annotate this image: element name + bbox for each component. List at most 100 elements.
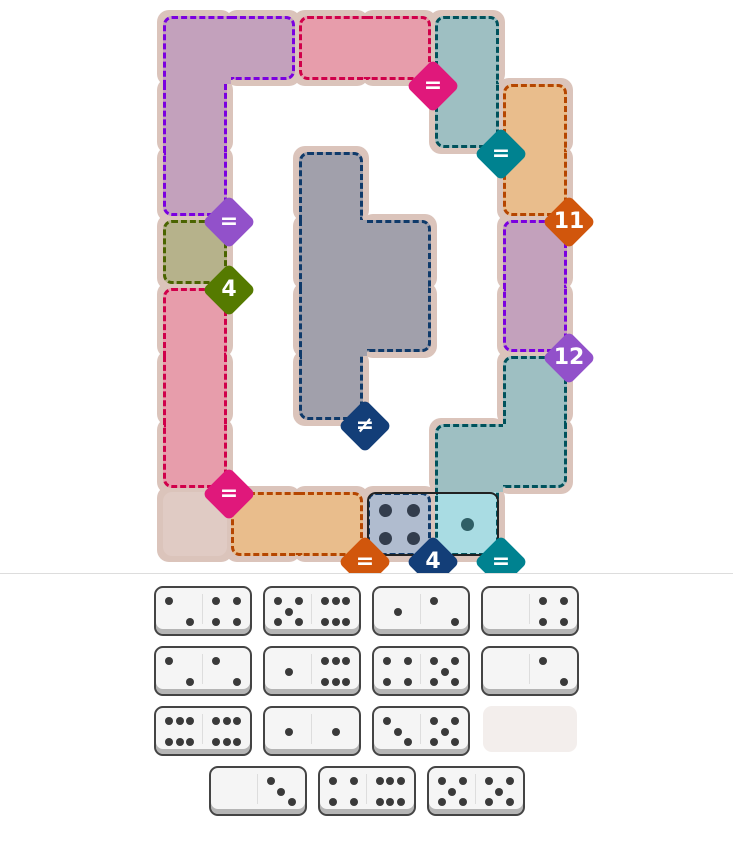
- region-cell-orange-right[interactable]: [503, 84, 567, 152]
- pip: [277, 787, 285, 796]
- tray-domino-4-5[interactable]: [372, 646, 470, 696]
- pip: [186, 717, 194, 725]
- constraint-badge-orange-right: 11: [542, 195, 596, 249]
- pip: [484, 798, 493, 806]
- region-cell-pink-top[interactable]: [367, 16, 431, 80]
- pip: [495, 787, 503, 796]
- domino-face-3: [258, 768, 305, 814]
- domino-face-6: [156, 708, 203, 754]
- constraint-badge-teal-bottom: =: [474, 535, 528, 573]
- tray-domino-1-1[interactable]: [263, 706, 361, 756]
- region-cell-teal-bottom[interactable]: [435, 424, 503, 492]
- tray-domino-1-6[interactable]: [263, 646, 361, 696]
- region-cell-purple-top[interactable]: [163, 16, 231, 84]
- domino-divider: [202, 654, 203, 684]
- pip: [328, 777, 337, 785]
- region-cell-gray-center[interactable]: [367, 288, 431, 352]
- domino-face-5: [429, 768, 476, 814]
- tray-domino-4-6[interactable]: [317, 766, 416, 816]
- domino-divider: [311, 654, 312, 684]
- pip: [539, 657, 547, 665]
- pip: [560, 597, 568, 605]
- region-cell-gray-center[interactable]: [299, 356, 363, 420]
- region-cell-orange-bottom[interactable]: [299, 492, 363, 556]
- constraint-label: =: [219, 481, 239, 506]
- pip: [331, 597, 340, 605]
- domino-face-1: [374, 588, 421, 634]
- pip: [560, 618, 568, 626]
- pip: [222, 738, 231, 746]
- pip: [175, 738, 184, 746]
- domino-face-4: [203, 588, 250, 634]
- region-cell-gray-center[interactable]: [367, 220, 431, 288]
- pip: [406, 531, 420, 545]
- domino-face-2: [203, 648, 250, 694]
- domino-face-5: [421, 648, 468, 694]
- region-cell-gray-center[interactable]: [299, 220, 367, 288]
- domino-face-3: [374, 708, 421, 754]
- pip: [331, 657, 340, 665]
- region-cell-pink-top[interactable]: [299, 16, 367, 80]
- region-cell-gray-center[interactable]: [299, 288, 367, 356]
- constraint-badge-navy-bottom: 4: [406, 535, 460, 573]
- region-cell-purple-right[interactable]: [503, 288, 567, 352]
- pip: [274, 597, 282, 605]
- domino-face-2: [530, 648, 577, 694]
- pip: [484, 777, 493, 785]
- tray-domino-5-5[interactable]: [426, 766, 525, 816]
- pip: [437, 777, 446, 785]
- pip: [342, 657, 350, 665]
- region-cell-purple-top[interactable]: [163, 152, 227, 216]
- constraint-label: =: [491, 141, 511, 166]
- pip: [186, 738, 194, 746]
- region-cell-gray-center[interactable]: [299, 152, 363, 220]
- pip: [266, 777, 275, 785]
- region-cell-teal-bottom[interactable]: [503, 424, 567, 488]
- pip: [404, 738, 412, 746]
- domino-face-2: [156, 588, 203, 634]
- pip: [393, 607, 402, 616]
- region-cell-pink-left[interactable]: [163, 424, 227, 488]
- tray-domino-0-4[interactable]: [481, 586, 579, 636]
- tray-domino-0-3[interactable]: [208, 766, 307, 816]
- domino-divider: [256, 774, 258, 804]
- pip: [321, 657, 329, 665]
- tray-domino-3-5[interactable]: [372, 706, 470, 756]
- pip: [321, 618, 329, 626]
- pip: [212, 597, 220, 605]
- tray-domino-1-2[interactable]: [372, 586, 470, 636]
- domino-divider: [311, 714, 312, 744]
- tray-domino-0-2[interactable]: [481, 646, 579, 696]
- region-cell-pink-left[interactable]: [163, 356, 227, 424]
- tray-domino-2-2[interactable]: [154, 646, 252, 696]
- pip: [274, 618, 282, 626]
- region-cell-purple-top[interactable]: [163, 84, 227, 152]
- pip: [222, 717, 231, 725]
- pip: [505, 777, 514, 785]
- pip: [342, 618, 350, 626]
- region-cell-purple-top[interactable]: [231, 16, 295, 80]
- pip: [284, 727, 293, 736]
- pip: [349, 777, 358, 785]
- domino-divider: [311, 594, 312, 624]
- pip: [430, 657, 438, 665]
- constraint-label: =: [219, 209, 239, 234]
- pip: [349, 798, 358, 806]
- pip: [233, 738, 241, 746]
- domino-face-5: [265, 588, 312, 634]
- pip: [378, 531, 392, 545]
- pip: [404, 657, 412, 665]
- constraint-label: 4: [425, 549, 441, 573]
- pip: [212, 657, 220, 665]
- constraint-label: =: [355, 549, 375, 573]
- tray-domino-2-4[interactable]: [154, 586, 252, 636]
- pip: [437, 798, 446, 806]
- domino-face-1: [265, 708, 312, 754]
- tray-domino-5-6[interactable]: [263, 586, 361, 636]
- pip: [165, 597, 173, 605]
- tray-domino-6-6[interactable]: [154, 706, 252, 756]
- pip: [458, 777, 467, 785]
- domino-face-4: [320, 768, 367, 814]
- pip: [430, 678, 438, 686]
- pip: [393, 727, 402, 736]
